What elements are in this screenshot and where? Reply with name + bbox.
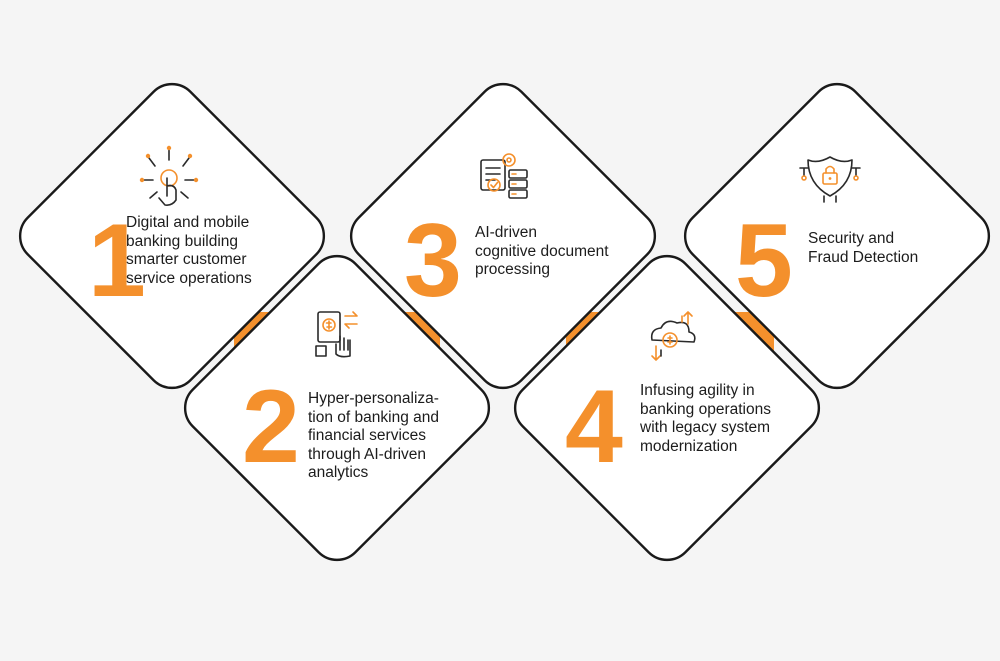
- step-4-line: banking operations: [640, 400, 771, 418]
- step-3-line: AI-driven: [475, 224, 538, 241]
- step-5-number: 5: [735, 203, 793, 319]
- step-4-line: modernization: [640, 437, 738, 455]
- step-1-line: service operations: [126, 269, 252, 287]
- step-2-line: tion of banking and: [308, 408, 439, 426]
- step-5-line: Security and: [808, 230, 895, 247]
- step-2-line: analytics: [308, 464, 369, 481]
- diamond-step-1: [18, 82, 326, 390]
- step-2-text: Hyper-personaliza- tion of banking and f…: [308, 390, 439, 483]
- step-4-text: Infusing agility in banking operations w…: [640, 382, 771, 456]
- step-1-line: smarter customer: [126, 251, 247, 268]
- step-5-line: Fraud Detection: [808, 248, 919, 266]
- touch-network-icon: [139, 145, 199, 206]
- step-1-line: banking building: [126, 232, 239, 250]
- cloud-money-transfer-icon: [650, 311, 696, 361]
- diamond-step-4: [513, 254, 821, 562]
- step-4-line: with legacy system: [640, 419, 771, 436]
- step-4-number: 4: [565, 369, 623, 485]
- shield-lock-icon: [799, 156, 861, 203]
- payment-exchange-icon: [315, 311, 358, 358]
- document-processing-icon: [480, 153, 528, 199]
- step-3-line: processing: [475, 261, 550, 278]
- step-5-text: Security and Fraud Detection: [808, 230, 918, 267]
- step-3-line: cognitive document: [475, 242, 609, 260]
- step-3-text: AI-driven cognitive document processing: [475, 224, 609, 280]
- step-2-line: Hyper-personaliza-: [308, 390, 439, 407]
- diamond-step-2: [183, 254, 491, 562]
- step-1-number: 1: [88, 203, 146, 319]
- step-2-number: 2: [242, 369, 300, 485]
- step-1-text: Digital and mobile banking building smar…: [126, 214, 252, 288]
- step-2-line: through AI-driven: [308, 445, 427, 463]
- diamond-step-5: [683, 82, 991, 390]
- step-1-line: Digital and mobile: [126, 214, 250, 231]
- step-4-line: Infusing agility in: [640, 382, 755, 399]
- step-2-line: financial services: [308, 427, 427, 444]
- step-3-number: 3: [404, 203, 462, 319]
- diamond-step-3: [349, 82, 657, 390]
